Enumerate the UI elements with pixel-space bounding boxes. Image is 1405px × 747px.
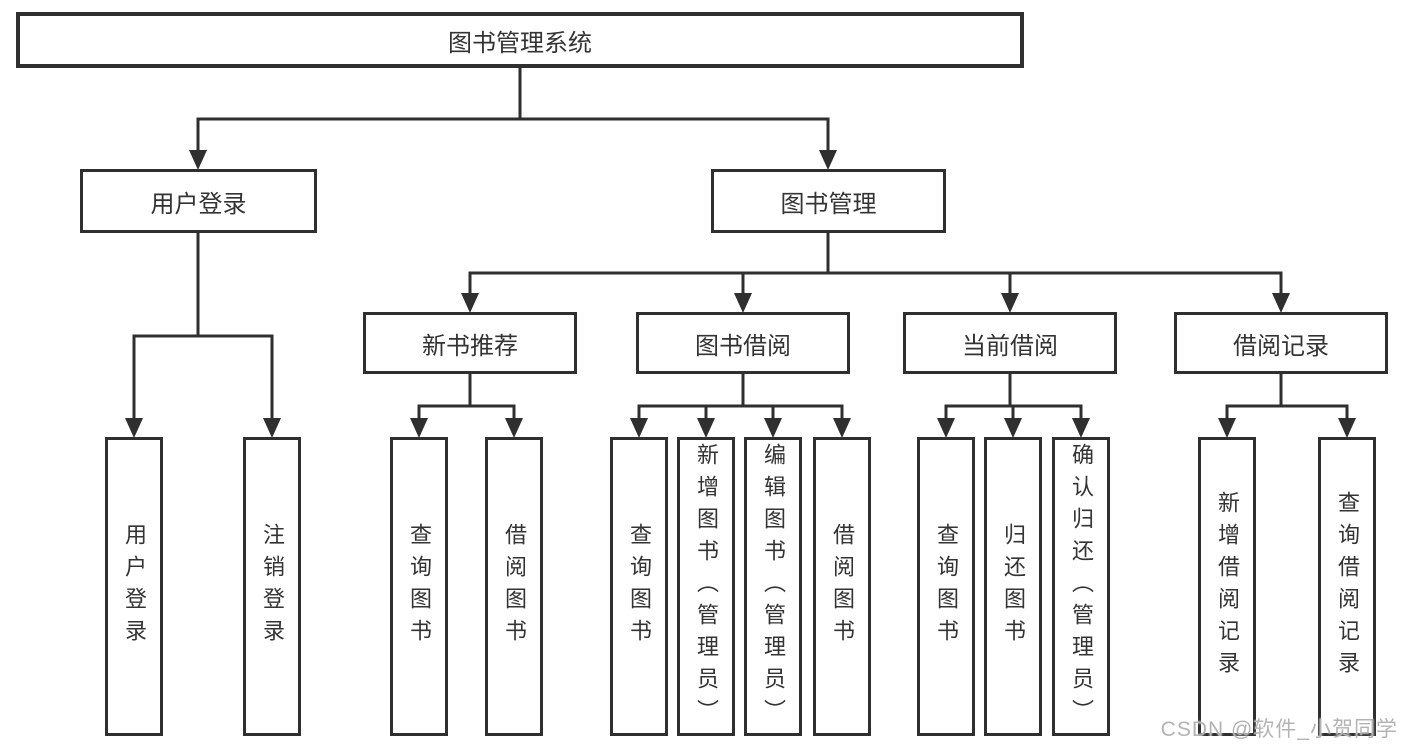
leaf-br-query-record-label: 查询借阅记录 [1335, 490, 1360, 683]
leaf-br-add-record: 新增借阅记录 [1198, 437, 1256, 736]
watermark: CSDN @软件_小贺同学 [1160, 718, 1398, 741]
leaf-bb-borrow-books: 借阅图书 [813, 437, 871, 736]
leaf-cb-query-books-label: 查询图书 [934, 522, 959, 651]
node-book-borrow-label: 图书借阅 [695, 332, 791, 360]
node-current-borrow-label: 当前借阅 [962, 332, 1058, 360]
leaf-bb-add-books-admin: 新增图书（管理员） [677, 437, 735, 736]
leaf-nbr-borrow-books: 借阅图书 [485, 437, 543, 736]
node-current-borrow: 当前借阅 [903, 312, 1117, 374]
arrowheads [125, 150, 1356, 438]
leaf-cb-confirm-return-admin: 确认归还（管理员） [1052, 437, 1110, 736]
leaf-cb-return-books-label: 归还图书 [1001, 522, 1026, 651]
node-borrow-records-label: 借阅记录 [1233, 332, 1329, 360]
leaf-nbr-query-books-label: 查询图书 [407, 522, 432, 651]
node-user-login-group: 用户登录 [80, 169, 317, 233]
leaf-cb-return-books: 归还图书 [984, 437, 1042, 736]
node-book-management-label: 图书管理 [780, 190, 877, 218]
leaf-bb-query-books: 查询图书 [610, 437, 668, 736]
leaf-bb-edit-books-admin-label: 编辑图书（管理员） [761, 442, 786, 731]
node-new-book-recommend-label: 新书推荐 [422, 332, 518, 360]
node-new-book-recommend: 新书推荐 [363, 312, 577, 374]
leaf-bb-query-books-label: 查询图书 [627, 522, 652, 651]
node-root: 图书管理系统 [16, 12, 1024, 68]
leaf-br-add-record-label: 新增借阅记录 [1215, 490, 1240, 683]
leaf-cb-query-books: 查询图书 [917, 437, 975, 736]
node-book-borrow: 图书借阅 [636, 312, 850, 374]
leaf-cb-confirm-return-admin-label: 确认归还（管理员） [1069, 442, 1094, 731]
leaf-user-login: 用户登录 [105, 437, 163, 736]
leaf-bb-borrow-books-label: 借阅图书 [830, 522, 855, 651]
leaf-bb-add-books-admin-label: 新增图书（管理员） [694, 442, 719, 731]
node-root-label: 图书管理系统 [448, 29, 592, 57]
node-user-login-group-label: 用户登录 [150, 190, 247, 218]
leaf-nbr-query-books: 查询图书 [390, 437, 448, 736]
leaf-logout: 注销登录 [243, 437, 301, 736]
node-book-management: 图书管理 [711, 169, 946, 233]
leaf-nbr-borrow-books-label: 借阅图书 [502, 522, 527, 651]
leaf-user-login-label: 用户登录 [122, 522, 147, 651]
leaf-br-query-record: 查询借阅记录 [1318, 437, 1376, 736]
leaf-logout-label: 注销登录 [260, 522, 285, 651]
node-borrow-records: 借阅记录 [1174, 312, 1388, 374]
leaf-bb-edit-books-admin: 编辑图书（管理员） [744, 437, 802, 736]
